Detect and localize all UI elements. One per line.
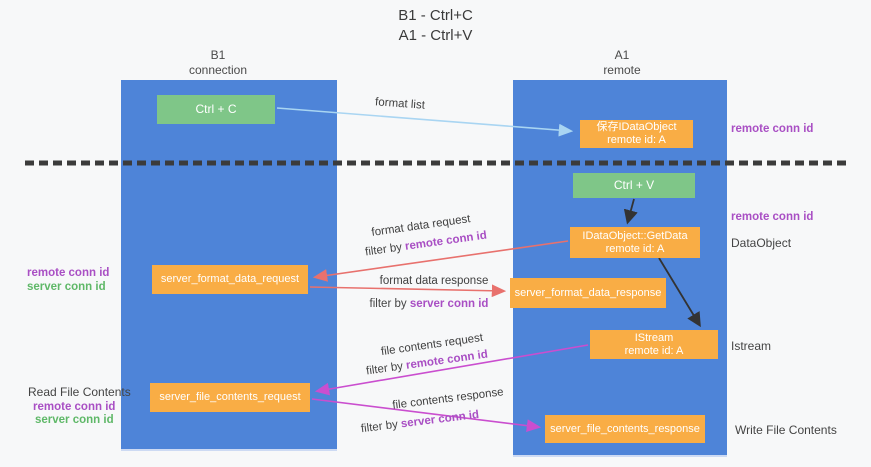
lane-left-name: B1 bbox=[210, 48, 226, 62]
side-label-remote-conn-id-left1: remote conn id bbox=[27, 267, 110, 279]
node-server-file-contents-response: server_file_contents_response bbox=[545, 415, 705, 443]
side-label-istream: Istream bbox=[731, 339, 772, 353]
side-label-remote-conn-id-left2: remote conn id bbox=[33, 401, 116, 413]
side-label-read-file-contents: Read File Contents bbox=[28, 385, 131, 399]
node-save-idataobject: 保存IDataObject remote id: A bbox=[580, 120, 693, 148]
title-line-1: B1 - Ctrl+C bbox=[398, 7, 473, 24]
filter-prefix: filter by bbox=[360, 418, 402, 436]
side-label-remote-conn-id-top: remote conn id bbox=[731, 123, 814, 135]
side-label-remote-conn-id-mid: remote conn id bbox=[731, 211, 814, 223]
node-ctrl-c: Ctrl + C bbox=[157, 95, 275, 124]
lane-header-a1: A1 remote bbox=[542, 48, 702, 78]
lane-right-subtitle: remote bbox=[603, 63, 641, 77]
lane-left-subtitle: connection bbox=[188, 63, 248, 77]
node-ctrl-v: Ctrl + V bbox=[573, 173, 695, 198]
filter-key-remote-conn-id: remote conn id bbox=[404, 229, 488, 253]
filter-key-server-conn-id: server conn id bbox=[400, 408, 480, 431]
node-getdata-line1: IDataObject::GetData bbox=[582, 229, 688, 242]
side-label-server-conn-id-left1: server conn id bbox=[27, 281, 106, 293]
edge-label-file-contents-response-filter: filter by server conn id bbox=[360, 409, 479, 435]
arrow-format-data-response bbox=[309, 284, 507, 298]
edge-label-format-data-response-filter: filter by server conn id bbox=[370, 298, 489, 310]
side-label-server-conn-id-left2: server conn id bbox=[35, 414, 114, 426]
node-istream-line1: IStream bbox=[634, 331, 674, 344]
filter-key-server-conn-id: server conn id bbox=[409, 298, 489, 310]
node-istream-line2: remote id: A bbox=[624, 344, 684, 357]
edge-label-format-data-response: format data response bbox=[379, 275, 489, 287]
side-label-write-file-contents: Write File Contents bbox=[735, 423, 837, 437]
node-idataobject-getdata: IDataObject::GetData remote id: A bbox=[570, 227, 700, 258]
diagram-title: B1 - Ctrl+C A1 - Ctrl+V bbox=[0, 6, 871, 46]
node-server-file-contents-request: server_file_contents_request bbox=[150, 383, 310, 412]
edge-label-format-list: format list bbox=[374, 96, 426, 112]
lane-header-b1: B1 connection bbox=[138, 48, 298, 78]
node-server-format-data-response: server_format_data_response bbox=[510, 278, 666, 308]
edge-label-file-contents-response: file contents response bbox=[391, 386, 505, 412]
node-server-format-data-request: server_format_data_request bbox=[152, 265, 308, 294]
title-line-2: A1 - Ctrl+V bbox=[398, 27, 473, 44]
filter-prefix: filter by bbox=[365, 359, 407, 378]
filter-prefix: filter by bbox=[369, 298, 410, 310]
side-label-dataobject: DataObject bbox=[731, 236, 792, 250]
filter-prefix: filter by bbox=[364, 240, 406, 259]
node-save-idataobject-line2: remote id: A bbox=[607, 134, 666, 146]
lane-right-name: A1 bbox=[614, 48, 630, 62]
node-istream: IStream remote id: A bbox=[590, 330, 718, 359]
node-getdata-line2: remote id: A bbox=[605, 242, 665, 255]
node-save-idataobject-line1: 保存IDataObject bbox=[596, 121, 677, 133]
